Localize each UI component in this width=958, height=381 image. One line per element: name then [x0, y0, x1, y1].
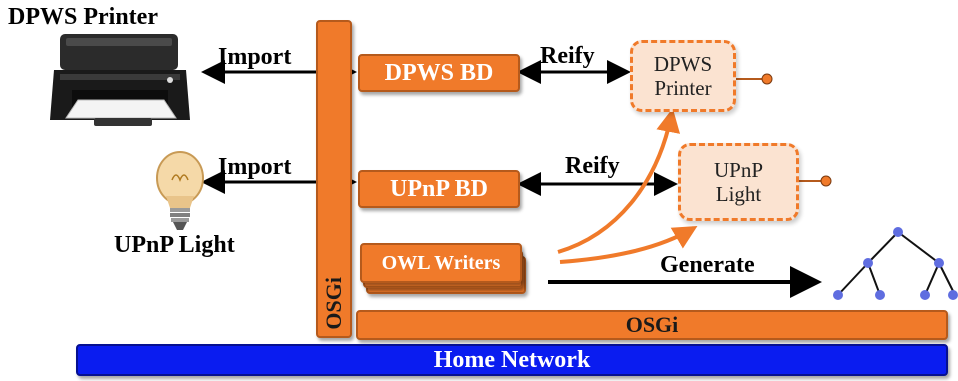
home-network-bar: Home Network	[76, 344, 948, 376]
dpws-bd-box: DPWS BD	[358, 54, 520, 92]
import-label-top: Import	[218, 44, 292, 70]
osgi-horizontal-bar: OSGi	[356, 310, 948, 340]
light-bulb-icon	[156, 151, 204, 230]
tree-node	[893, 227, 903, 237]
dpws-proxy-line2: Printer	[654, 76, 712, 100]
printer-icon	[50, 34, 190, 126]
owl-to-dpws-curve	[557, 108, 681, 254]
tree-node	[863, 258, 873, 268]
generate-label: Generate	[660, 252, 755, 278]
import-label-bottom: Import	[218, 154, 292, 180]
ontology-tree-icon	[837, 231, 956, 296]
dpws-proxy-line1: DPWS	[653, 51, 713, 76]
dpws-proxy-stub-dot	[761, 73, 773, 85]
tree-node	[875, 290, 885, 300]
upnp-proxy-line1: UPnP	[713, 157, 764, 182]
owl-writers-box: OWL Writers	[360, 243, 522, 283]
tree-node	[948, 290, 958, 300]
upnp-proxy-stub-dot	[820, 175, 832, 187]
upnp-proxy-line2: Light	[715, 182, 762, 206]
owl-to-upnp-curve	[559, 225, 698, 264]
osgi-vertical-label: OSGi	[321, 277, 346, 330]
osgi-vertical-bar: OSGi	[316, 20, 352, 338]
light-label: UPnP Light	[114, 232, 235, 258]
upnp-bd-box: UPnP BD	[358, 170, 520, 208]
tree-node	[934, 258, 944, 268]
tree-node	[833, 290, 843, 300]
printer-label: DPWS Printer	[8, 4, 158, 30]
reify-label-bottom: Reify	[565, 153, 620, 179]
reify-label-top: Reify	[540, 43, 595, 69]
tree-node	[920, 290, 930, 300]
